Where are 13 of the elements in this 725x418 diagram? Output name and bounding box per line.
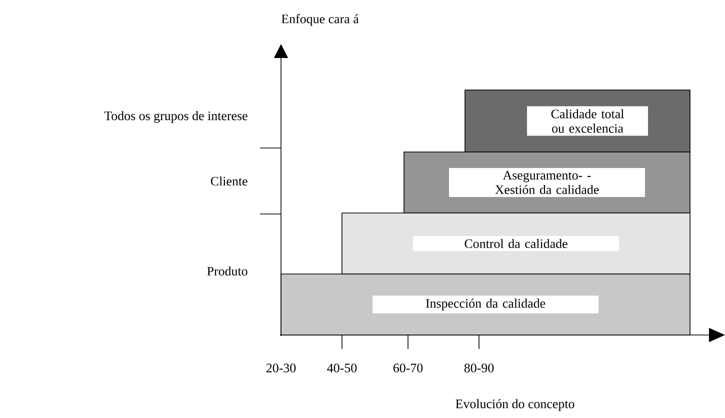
tick-label: Todos os grupos de interese	[104, 111, 248, 123]
axis-title: Enfoque cara á	[282, 14, 359, 26]
level-box: Control da calidade	[342, 212, 690, 274]
tick-label: 80-90	[464, 364, 494, 372]
tick-label: 20-30	[266, 364, 296, 372]
tick-label: 60-70	[393, 364, 423, 372]
level-box: Inspección da calidade	[280, 274, 690, 336]
axis-title: Evolución do concepto	[456, 399, 574, 411]
level-box: Calidade total ou excelencia	[464, 90, 690, 152]
level-box: Aseguramento- -Xestión da calidade	[404, 152, 690, 214]
tick-label: Cliente	[210, 176, 248, 186]
tick-label: 40-50	[327, 364, 357, 372]
tick-label: Produto	[207, 266, 248, 276]
